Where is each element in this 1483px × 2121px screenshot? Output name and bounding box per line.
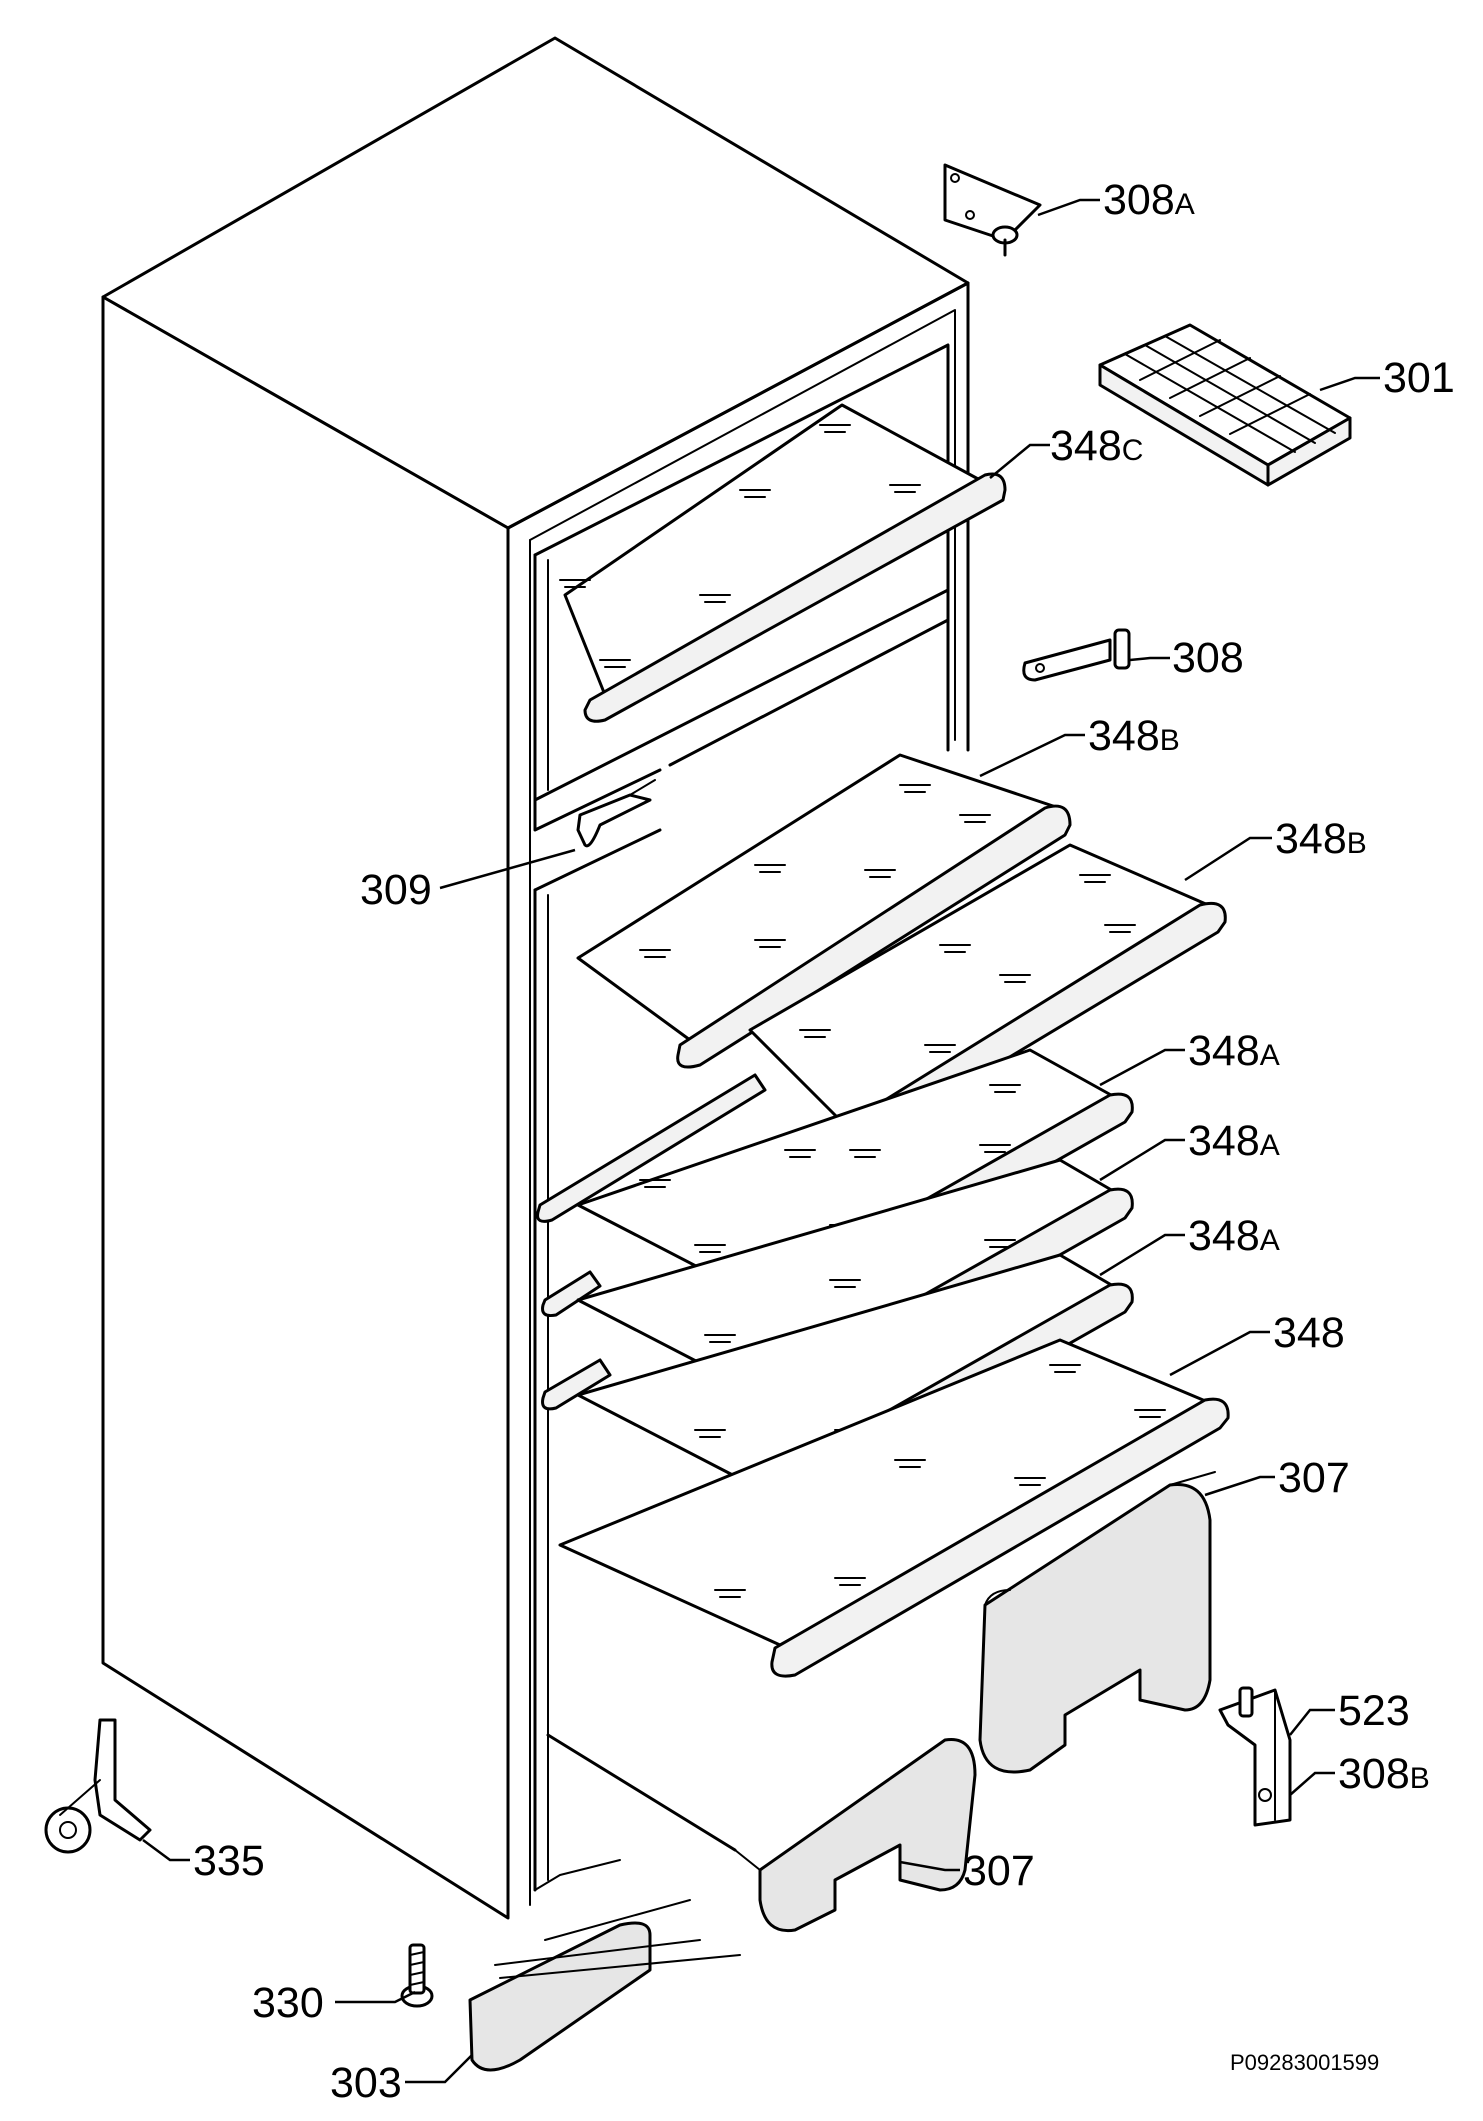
foot-335 <box>44 1718 152 1854</box>
callout-348b-1: 348B <box>1088 712 1180 760</box>
callout-348a-3: 348A <box>1188 1212 1280 1260</box>
callout-335: 335 <box>193 1837 265 1885</box>
callout-348a-1: 348A <box>1188 1027 1280 1075</box>
callout-308a: 308A <box>1103 176 1195 224</box>
cabinet-front-edge <box>506 281 970 752</box>
compartment-divider <box>533 768 662 832</box>
hinge-308b <box>1218 1686 1292 1827</box>
fridge-compartment <box>533 828 662 892</box>
callout-308: 308 <box>1172 634 1244 682</box>
callout-348: 348 <box>1273 1309 1345 1357</box>
cabinet-inner-frame <box>529 309 956 741</box>
callout-309: 309 <box>360 866 432 914</box>
shelf-348 <box>558 1338 1230 1678</box>
crisper-drawer-left <box>546 1733 977 1933</box>
callout-330: 330 <box>252 1979 324 2027</box>
callout-308b: 308B <box>1338 1750 1430 1798</box>
ice-tray-301 <box>1098 323 1352 487</box>
cabinet-side <box>101 295 510 1920</box>
callout-307-1: 307 <box>1278 1454 1350 1502</box>
leader-lines <box>142 198 1380 2084</box>
crisper-drawer-right <box>978 1471 1216 1774</box>
callout-307-2: 307 <box>963 1847 1035 1895</box>
shelf-348b-upper <box>576 753 1072 1069</box>
cabinet <box>101 36 970 1920</box>
callout-348a-2: 348A <box>1188 1117 1280 1165</box>
callout-301: 301 <box>1383 354 1455 402</box>
callout-523: 523 <box>1338 1687 1410 1735</box>
callout-303: 303 <box>330 2059 402 2107</box>
freezer-compartment <box>533 343 950 752</box>
callout-348c: 348C <box>1050 422 1143 470</box>
callout-labels: 308A 301 348C 308 348B 348B 309 348A 348… <box>193 176 1455 2107</box>
kick-plate-303 <box>468 1899 741 2072</box>
callout-348b-2: 348B <box>1275 815 1367 863</box>
hinge-308 <box>1022 628 1131 682</box>
hinge-308a <box>943 163 1042 257</box>
shelf-348c <box>559 403 1007 723</box>
reference-code: P09283001599 <box>1230 2050 1379 2075</box>
pin-309 <box>576 779 656 848</box>
screw-330 <box>400 1943 434 2008</box>
